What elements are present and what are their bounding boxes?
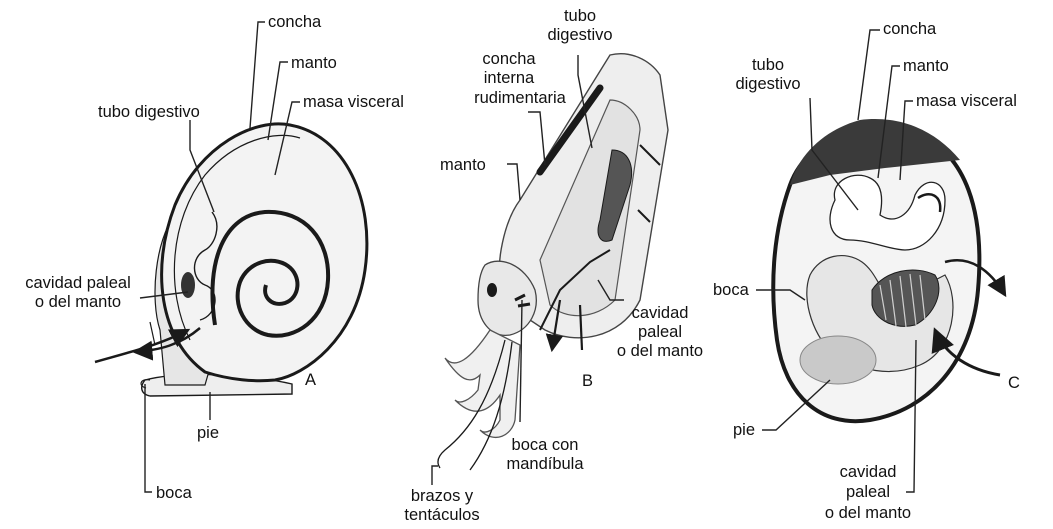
c-boca-label: boca	[713, 281, 750, 299]
a-masa-visceral-label: masa visceral	[303, 93, 404, 111]
a-cavidad-label-1: cavidad paleal	[25, 274, 131, 292]
b-brazos-label-1: brazos y	[411, 487, 474, 505]
panel-a-snail: concha manto masa visceral tubo digestiv…	[25, 13, 404, 502]
c-masa-visceral-label: masa visceral	[916, 92, 1017, 110]
panel-b-squid: tubo digestivo concha interna rudimentar…	[404, 7, 703, 524]
a-boca-label: boca	[156, 484, 193, 502]
b-concha-label-1: concha	[482, 50, 536, 68]
a-concha-label: concha	[268, 13, 322, 31]
snail-shell-drawing	[162, 124, 367, 381]
b-manto-leader	[507, 164, 520, 200]
b-cavidad-label-3: o del manto	[617, 342, 703, 360]
a-tubo-digestivo-label: tubo digestivo	[98, 103, 200, 121]
c-manto-label: manto	[903, 57, 949, 75]
b-panel-letter: B	[582, 372, 593, 390]
c-concha-leader	[858, 30, 880, 120]
b-manto-label: manto	[440, 156, 486, 174]
b-concha-label-2: interna	[484, 69, 535, 87]
b-concha-label-3: rudimentaria	[474, 89, 567, 107]
a-manto-label: manto	[291, 54, 337, 72]
squid-eye-drawing	[487, 283, 497, 297]
c-concha-label: concha	[883, 20, 937, 38]
b-concha-leader	[528, 112, 545, 165]
b-cavidad-label-2: paleal	[638, 323, 682, 341]
b-cavidad-label-1: cavidad	[632, 304, 689, 322]
c-panel-letter: C	[1008, 374, 1020, 392]
b-brazos-label-2: tentáculos	[404, 506, 479, 524]
b-boca-label-1: boca con	[512, 436, 579, 454]
c-cavidad-label-3: o del manto	[825, 504, 911, 522]
a-concha-leader	[250, 22, 265, 128]
a-panel-letter: A	[305, 371, 316, 389]
panel-c-section: concha manto masa visceral tubo digestiv…	[713, 20, 1020, 522]
b-tubo-label-1: tubo	[564, 7, 596, 25]
c-cavidad-label-1: cavidad	[840, 463, 897, 481]
snail-organ-drawing	[181, 272, 195, 298]
c-cavidad-label-2: paleal	[846, 483, 890, 501]
a-cavidad-label-2: o del manto	[35, 293, 121, 311]
squid-arms-drawing	[445, 330, 520, 437]
c-foot-drawing	[800, 336, 876, 384]
b-boca-label-2: mandíbula	[506, 455, 584, 473]
b-brazos-leader	[432, 466, 438, 485]
b-tubo-label-2: digestivo	[547, 26, 612, 44]
c-tubo-label-1: tubo	[752, 56, 784, 74]
c-pie-label: pie	[733, 421, 755, 439]
a-pie-label: pie	[197, 424, 219, 442]
c-tubo-label-2: digestivo	[735, 75, 800, 93]
a-boca-leader	[145, 384, 152, 492]
